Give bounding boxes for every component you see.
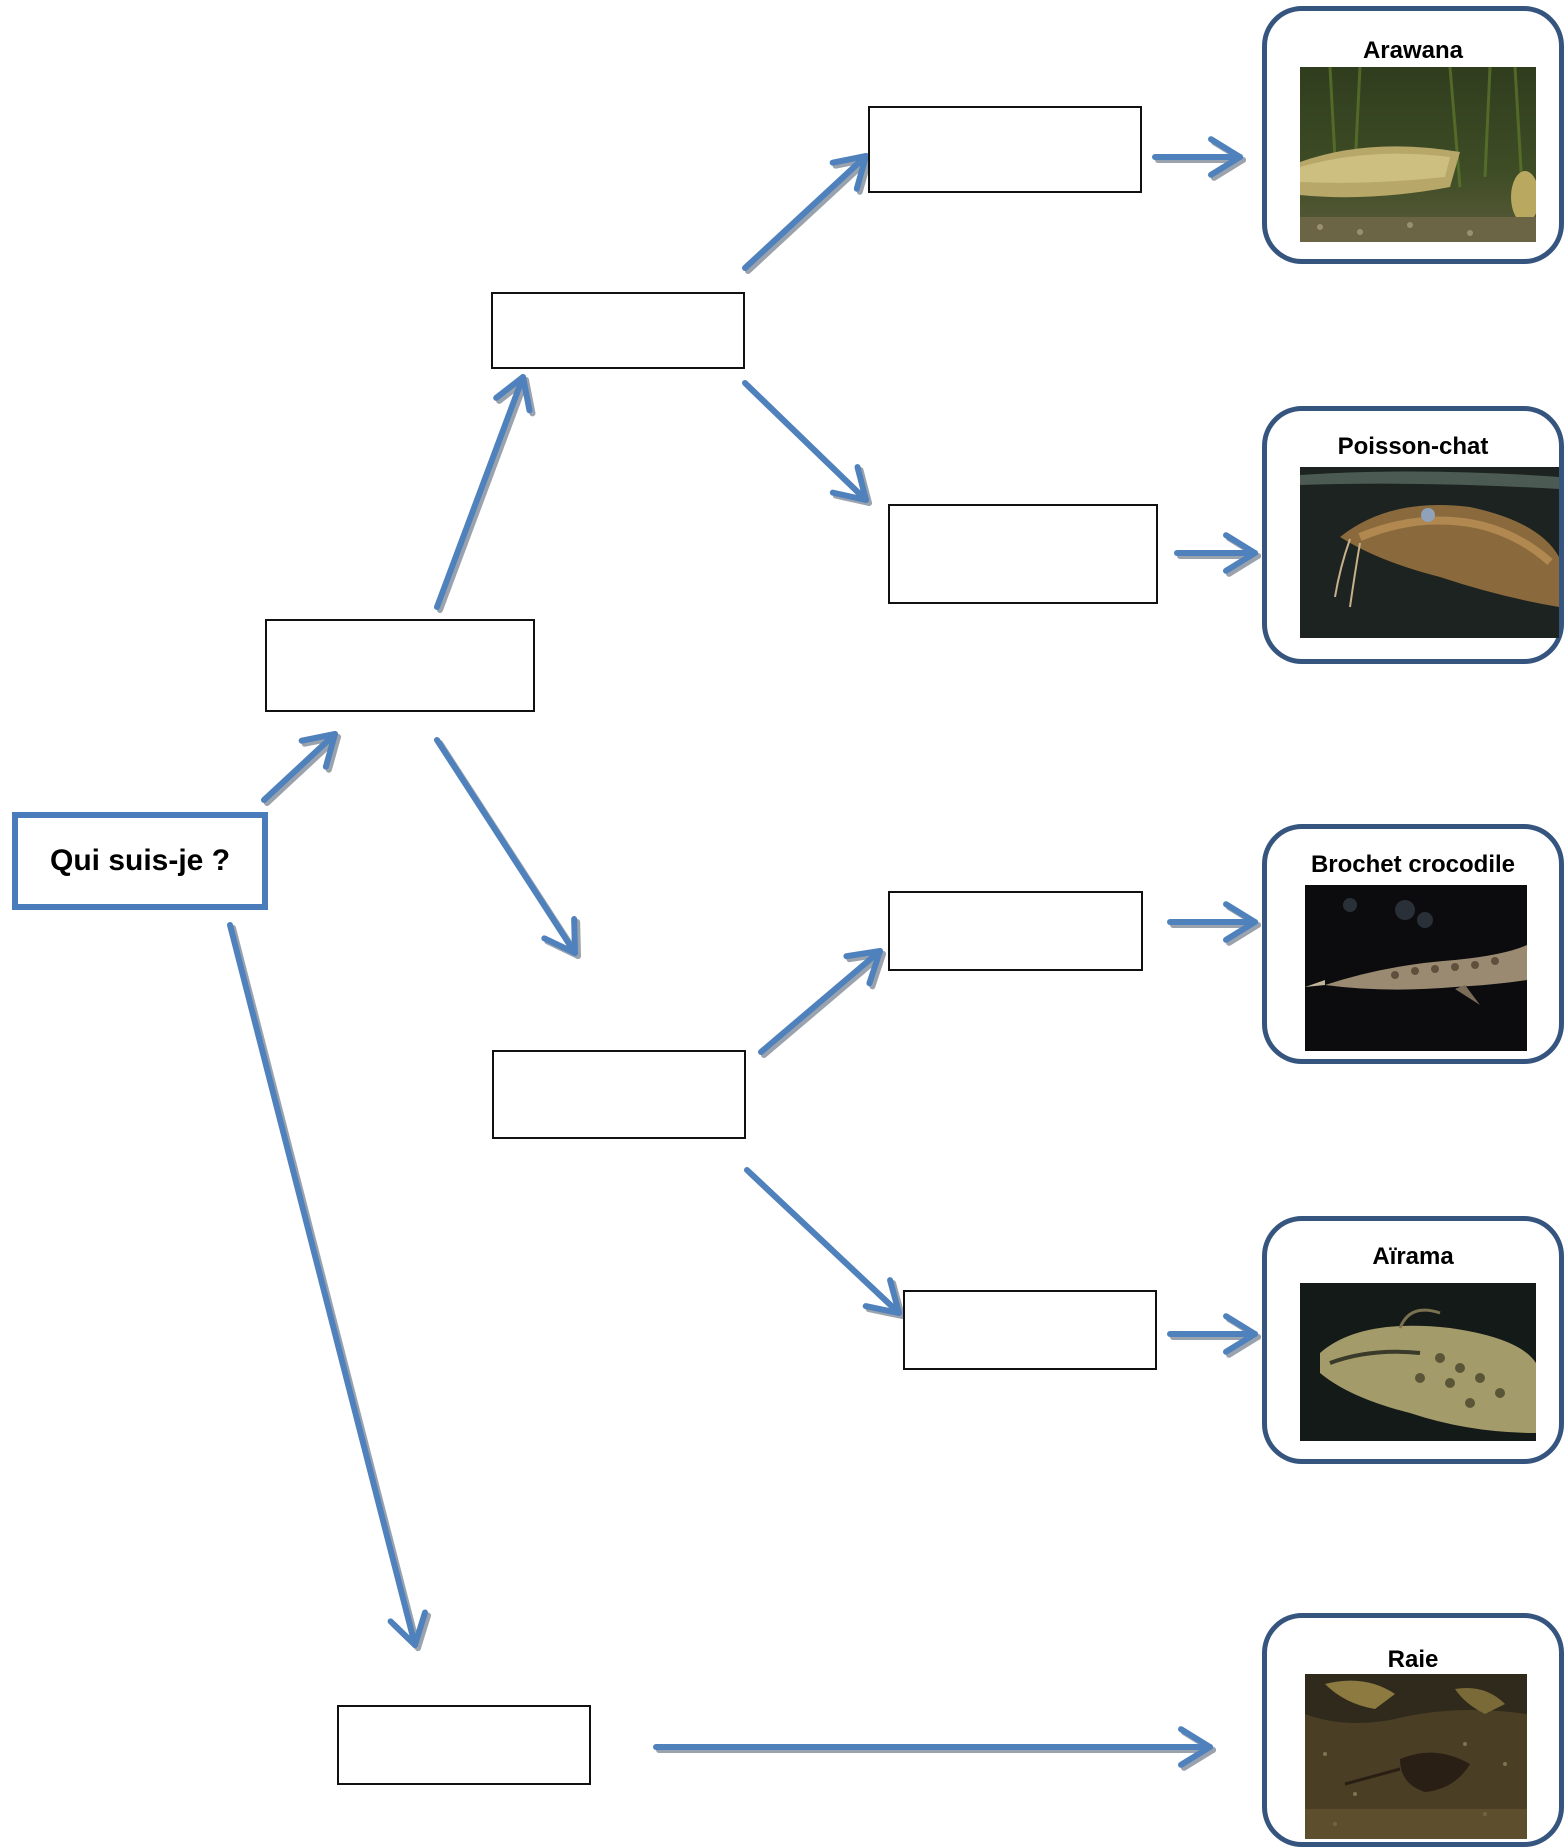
catfish-photo bbox=[1300, 467, 1559, 638]
arrow-l2bot-to-airama bbox=[744, 1167, 905, 1319]
answer-box-level3-airama[interactable] bbox=[903, 1290, 1157, 1370]
answer-box-level1-top[interactable] bbox=[265, 619, 535, 712]
arrow-box-to-airama bbox=[1167, 1313, 1261, 1358]
answer-box-level3-catfish[interactable] bbox=[888, 504, 1158, 604]
answer-box-level3-crocodile-pike[interactable] bbox=[888, 891, 1143, 971]
arrow-box-to-catfish bbox=[1174, 532, 1261, 577]
arrow-l2top-to-catfish bbox=[742, 380, 872, 506]
answer-box-level1-bottom[interactable] bbox=[337, 1705, 591, 1785]
fish-name-airama: Aïrama bbox=[1372, 1243, 1454, 1270]
arrow-l2bot-to-croc bbox=[758, 948, 886, 1058]
fish-name-stingray: Raie bbox=[1387, 1646, 1439, 1673]
fish-name-arawana: Arawana bbox=[1362, 37, 1464, 64]
arawana-photo bbox=[1300, 67, 1536, 242]
arrow-root-to-top bbox=[261, 731, 341, 806]
stingray-photo bbox=[1305, 1674, 1527, 1839]
airama-photo bbox=[1300, 1283, 1536, 1441]
fish-card-crocodile-pike: Brochet crocodile bbox=[1262, 824, 1564, 1064]
arrow-l1top-to-l2top bbox=[434, 374, 536, 613]
fish-name-crocodile-pike: Brochet crocodile bbox=[1310, 851, 1516, 878]
arrow-l2top-to-arawana bbox=[742, 153, 872, 274]
fish-card-airama: Aïrama bbox=[1262, 1216, 1564, 1464]
arrow-box-to-stingray bbox=[653, 1726, 1216, 1771]
arrow-box-to-arawana bbox=[1152, 136, 1246, 181]
arrow-box-to-croc bbox=[1167, 901, 1261, 946]
answer-box-level2-top[interactable] bbox=[491, 292, 745, 369]
fish-card-arawana: Arawana bbox=[1262, 6, 1564, 264]
arrow-l1top-to-l2bottom bbox=[434, 737, 581, 959]
answer-box-level2-bottom[interactable] bbox=[492, 1050, 746, 1139]
fish-card-stingray: Raie bbox=[1262, 1613, 1564, 1847]
fish-name-catfish: Poisson-chat bbox=[1337, 433, 1489, 460]
crocodile-pike-photo bbox=[1305, 885, 1527, 1051]
fish-card-catfish: Poisson-chat bbox=[1262, 406, 1564, 664]
arrow-root-to-bottom bbox=[227, 922, 431, 1651]
root-question-label: Qui suis-je ? bbox=[49, 844, 231, 877]
answer-box-level3-arawana[interactable] bbox=[868, 106, 1142, 193]
root-question-box: Qui suis-je ? bbox=[12, 812, 268, 910]
